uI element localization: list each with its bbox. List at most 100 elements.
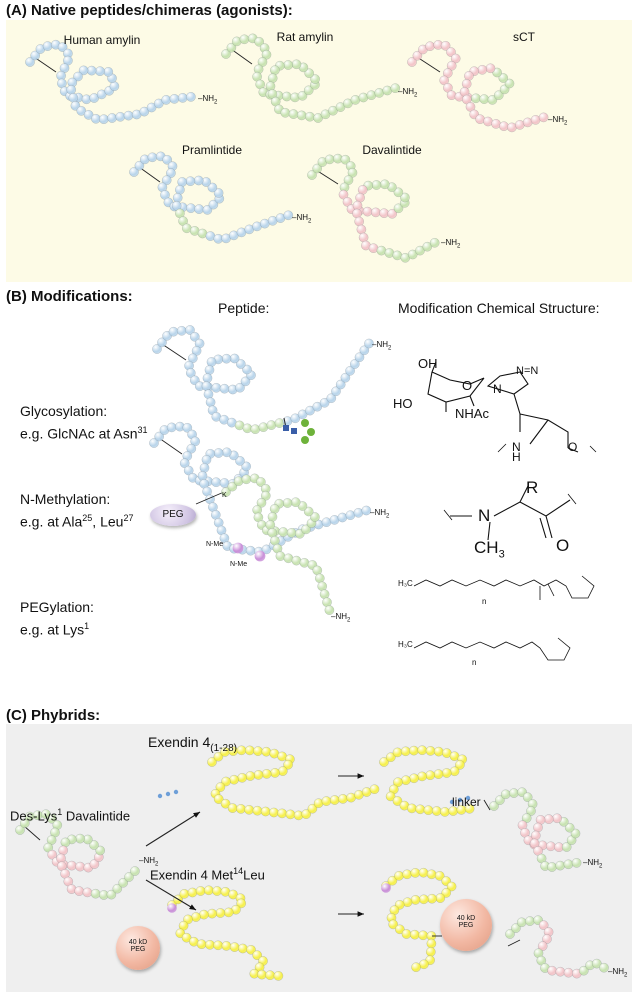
- pegylation-title: PEGylation:: [20, 599, 94, 615]
- bead: [511, 923, 521, 933]
- panel-a-heading: (A) Native peptides/chimeras (agonists):: [6, 2, 293, 19]
- bead: [202, 205, 213, 215]
- bead: [237, 943, 248, 954]
- bead: [256, 497, 267, 508]
- n-methylation-example: e.g. at Ala25, Leu27: [20, 513, 134, 530]
- linker-bead: [465, 795, 471, 801]
- bead: [189, 331, 200, 342]
- glycan-square: [291, 428, 297, 434]
- bead: [74, 886, 85, 896]
- bead: [106, 889, 117, 900]
- label-des-lys-davalintide: Des-Lys1 Davalintide: [10, 807, 131, 824]
- bead: [76, 106, 87, 116]
- glycosylation-example: e.g. GlcNAc at Asn31: [20, 425, 148, 442]
- n-methyl-bead: [232, 542, 244, 554]
- bead: [213, 188, 224, 198]
- chain-human-amylin: [25, 39, 196, 125]
- bead: [66, 84, 77, 95]
- bead: [139, 106, 150, 117]
- bead: [257, 57, 268, 67]
- bead: [161, 95, 172, 105]
- bead: [415, 804, 426, 815]
- linker-bead: [457, 797, 463, 803]
- bead: [221, 776, 231, 787]
- bead: [537, 941, 548, 951]
- bead: [335, 102, 346, 112]
- bead: [239, 34, 250, 45]
- bead: [345, 365, 355, 376]
- bead: [433, 769, 444, 779]
- bead: [237, 772, 248, 783]
- bead: [283, 60, 294, 70]
- chain-rat-amylin: [221, 33, 401, 123]
- bead: [211, 382, 222, 393]
- bead: [446, 881, 457, 892]
- bead: [337, 512, 348, 523]
- bead: [219, 383, 230, 394]
- bead: [440, 807, 450, 817]
- panel-c-background: [6, 724, 632, 992]
- bead: [471, 93, 481, 104]
- bead: [552, 813, 562, 824]
- bead: [542, 934, 552, 944]
- bead: [417, 745, 428, 756]
- bead: [227, 803, 238, 813]
- bead: [130, 866, 140, 876]
- arrow-to-exendin: [145, 811, 201, 847]
- bead: [47, 813, 57, 824]
- bead: [307, 170, 317, 180]
- chain-n-methylation: [149, 421, 372, 557]
- bead: [82, 887, 93, 898]
- chain-davalintide: [307, 153, 440, 263]
- bead: [267, 73, 278, 84]
- bead: [487, 95, 498, 105]
- bead: [303, 85, 314, 96]
- bead: [257, 969, 267, 980]
- bead: [129, 167, 139, 177]
- bead: [450, 53, 461, 64]
- bead: [221, 447, 232, 458]
- bead: [291, 59, 302, 70]
- bead: [505, 929, 515, 939]
- nh2-nmeth: –NH2: [370, 508, 390, 520]
- bead: [206, 357, 217, 367]
- bead: [427, 893, 437, 904]
- bead: [221, 941, 232, 951]
- bead: [563, 967, 574, 978]
- bead: [201, 454, 212, 465]
- glycan-circle: [301, 419, 309, 427]
- bead: [441, 888, 452, 898]
- chain-glycosylation: [152, 325, 374, 435]
- bead: [393, 187, 404, 198]
- bead: [57, 42, 68, 52]
- chain-exendin4-met14leu: [167, 885, 284, 981]
- bead: [288, 109, 299, 119]
- label-rat-amylin: Rat amylin: [276, 30, 334, 44]
- bead: [429, 237, 440, 248]
- bead: [320, 109, 331, 120]
- disulfide-sct: [416, 56, 441, 73]
- bead: [364, 338, 374, 349]
- bead: [185, 176, 196, 187]
- chain-phybrid-1-davalintide: [489, 787, 582, 872]
- bead: [545, 841, 556, 852]
- bead: [207, 757, 217, 767]
- bead: [90, 888, 101, 899]
- bead: [290, 413, 301, 424]
- bead: [30, 50, 41, 61]
- bead: [208, 199, 219, 210]
- bead: [310, 512, 320, 522]
- bead: [103, 67, 114, 77]
- bead: [394, 924, 405, 935]
- bead: [571, 858, 582, 868]
- chem-amide-h: H: [512, 450, 521, 464]
- nh2-peg: –NH2: [331, 612, 351, 624]
- chain-phybrid-2-davalintide: [505, 915, 609, 979]
- bead: [182, 422, 193, 433]
- bead: [168, 326, 179, 337]
- bead: [441, 768, 452, 778]
- bead: [283, 210, 294, 221]
- bead: [297, 90, 308, 101]
